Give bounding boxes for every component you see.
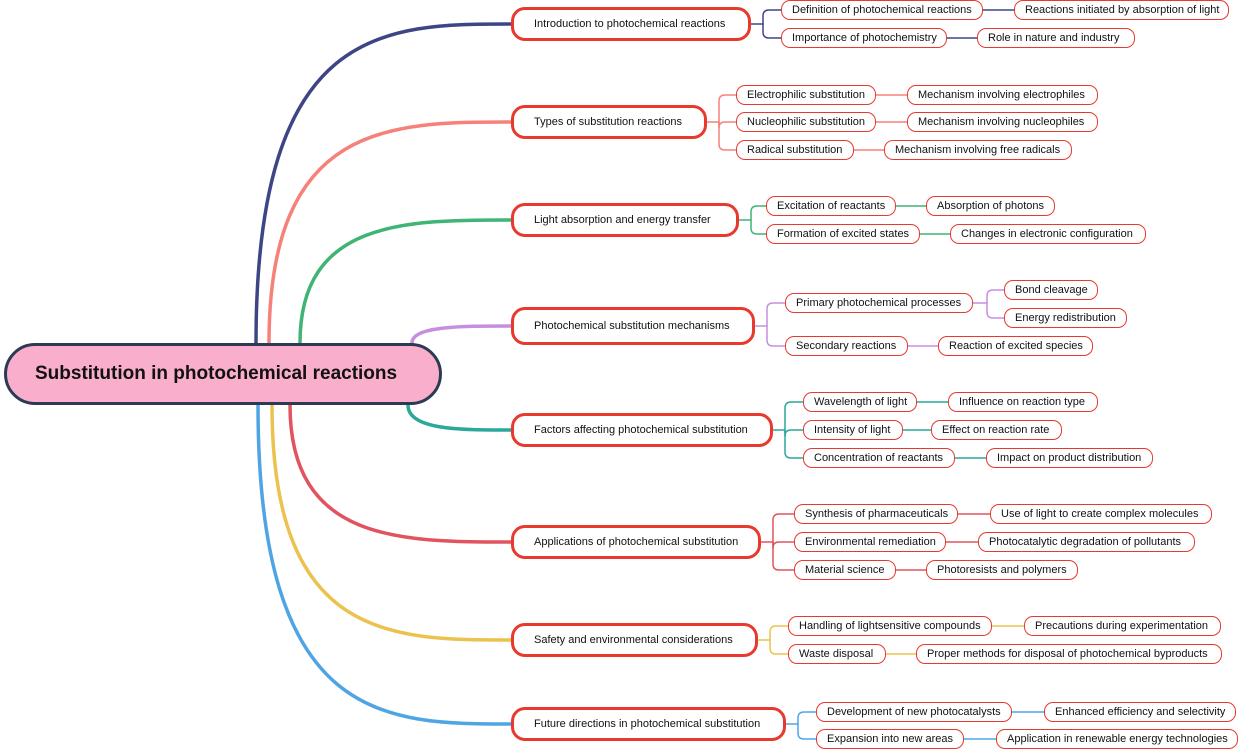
subtopic-connector <box>718 121 737 151</box>
root-connector <box>267 120 513 345</box>
detail-node[interactable]: Reactions initiated by absorption of lig… <box>1014 0 1229 20</box>
detail-node[interactable]: Reaction of excited species <box>938 336 1093 356</box>
detail-node[interactable]: Impact on product distribution <box>986 448 1153 468</box>
detail-node[interactable]: Use of light to create complex molecules <box>990 504 1212 524</box>
detail-node[interactable]: Photoresists and polymers <box>926 560 1078 580</box>
subtopic-node[interactable]: Formation of excited states <box>766 224 920 244</box>
subtopic-connector <box>797 723 817 740</box>
root-connector <box>298 218 513 345</box>
subtopic-connector <box>718 121 737 129</box>
detail-node[interactable]: Mechanism involving nucleophiles <box>907 112 1098 132</box>
subtopic-node[interactable]: Intensity of light <box>803 420 903 440</box>
subtopic-connector <box>797 711 817 725</box>
subtopic-node[interactable]: Secondary reactions <box>785 336 908 356</box>
subtopic-connector <box>750 205 767 221</box>
detail-node[interactable]: Photocatalytic degradation of pollutants <box>978 532 1195 552</box>
detail-node[interactable]: Proper methods for disposal of photochem… <box>916 644 1222 664</box>
detail-node[interactable]: Changes in electronic configuration <box>950 224 1146 244</box>
detail-node[interactable]: Effect on reaction rate <box>931 420 1062 440</box>
subtopic-node[interactable]: Development of new photocatalysts <box>816 702 1012 722</box>
branch-topic[interactable]: Light absorption and energy transfer <box>511 203 739 237</box>
subtopic-connector <box>784 429 804 437</box>
subtopic-connector <box>772 541 795 571</box>
root-connector <box>288 403 513 544</box>
subtopic-connector <box>769 639 789 655</box>
subtopic-connector <box>766 302 786 327</box>
subtopic-connector <box>772 541 795 549</box>
subtopic-node[interactable]: Importance of photochemistry <box>781 28 947 48</box>
branch-topic[interactable]: Factors affecting photochemical substitu… <box>511 413 773 447</box>
root-connector <box>256 403 513 726</box>
subtopic-node[interactable]: Definition of photochemical reactions <box>781 0 983 20</box>
detail-node[interactable]: Precautions during experimentation <box>1024 616 1221 636</box>
subtopic-connector <box>769 625 789 641</box>
root-connector <box>270 403 513 642</box>
detail-node[interactable]: Mechanism involving electrophiles <box>907 85 1098 105</box>
root-connector <box>406 403 513 432</box>
subtopic-node[interactable]: Environmental remediation <box>794 532 946 552</box>
detail-connector <box>986 302 1005 319</box>
detail-node[interactable]: Mechanism involving free radicals <box>884 140 1072 160</box>
root-topic[interactable]: Substitution in photochemical reactions <box>4 343 442 405</box>
subtopic-connector <box>750 219 767 235</box>
detail-node[interactable]: Application in renewable energy technolo… <box>996 729 1238 749</box>
subtopic-node[interactable]: Radical substitution <box>736 140 854 160</box>
branch-topic[interactable]: Introduction to photochemical reactions <box>511 7 751 41</box>
subtopic-connector <box>762 9 782 25</box>
branch-topic[interactable]: Safety and environmental considerations <box>511 623 758 657</box>
detail-node[interactable]: Role in nature and industry <box>977 28 1135 48</box>
detail-node[interactable]: Bond cleavage <box>1004 280 1098 300</box>
detail-node[interactable]: Enhanced efficiency and selectivity <box>1044 702 1236 722</box>
subtopic-node[interactable]: Electrophilic substitution <box>736 85 876 105</box>
detail-node[interactable]: Energy redistribution <box>1004 308 1127 328</box>
subtopic-node[interactable]: Concentration of reactants <box>803 448 955 468</box>
subtopic-connector <box>718 94 737 123</box>
root-connector <box>410 324 513 345</box>
detail-node[interactable]: Influence on reaction type <box>948 392 1098 412</box>
detail-node[interactable]: Absorption of photons <box>926 196 1055 216</box>
subtopic-node[interactable]: Synthesis of pharmaceuticals <box>794 504 958 524</box>
subtopic-node[interactable]: Nucleophilic substitution <box>736 112 876 132</box>
subtopic-node[interactable]: Expansion into new areas <box>816 729 964 749</box>
branch-topic[interactable]: Photochemical substitution mechanisms <box>511 307 755 345</box>
subtopic-node[interactable]: Wavelength of light <box>803 392 917 412</box>
subtopic-connector <box>766 325 786 347</box>
subtopic-connector <box>784 429 804 459</box>
subtopic-node[interactable]: Material science <box>794 560 896 580</box>
subtopic-node[interactable]: Waste disposal <box>788 644 886 664</box>
root-connector <box>254 22 513 345</box>
branch-topic[interactable]: Future directions in photochemical subst… <box>511 707 786 741</box>
subtopic-connector <box>762 23 782 39</box>
subtopic-node[interactable]: Excitation of reactants <box>766 196 896 216</box>
subtopic-node[interactable]: Primary photochemical processes <box>785 293 973 313</box>
branch-topic[interactable]: Types of substitution reactions <box>511 105 707 139</box>
subtopic-connector <box>772 513 795 543</box>
branch-topic[interactable]: Applications of photochemical substituti… <box>511 525 761 559</box>
subtopic-connector <box>784 401 804 431</box>
detail-connector <box>986 289 1005 304</box>
subtopic-node[interactable]: Handling of lightsensitive compounds <box>788 616 992 636</box>
